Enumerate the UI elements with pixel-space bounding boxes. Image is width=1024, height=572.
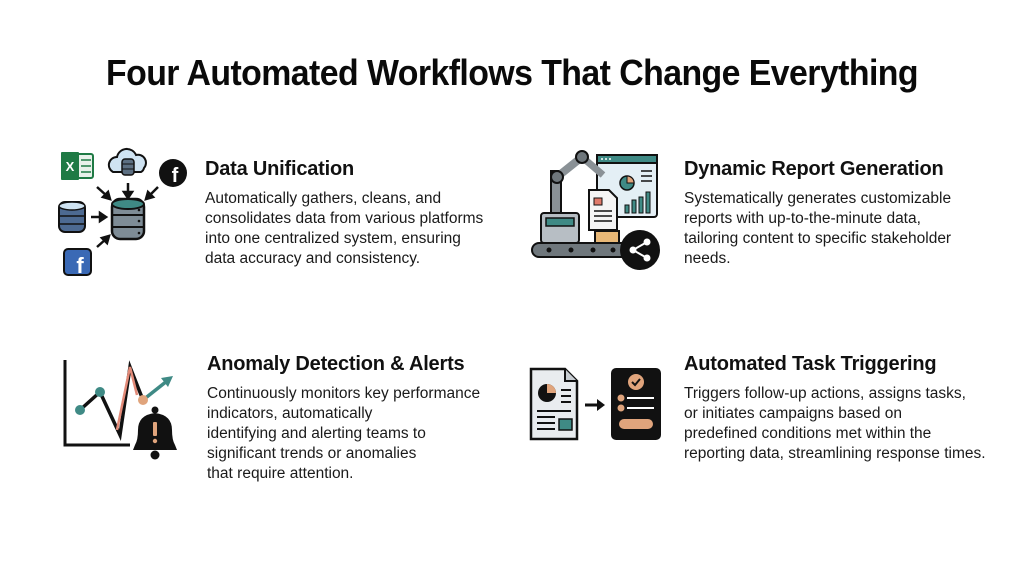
document-icon — [588, 189, 618, 231]
dashboard-icon — [596, 154, 658, 218]
database-integration-icon: X f — [58, 147, 187, 278]
anomaly-alert-icon — [63, 360, 177, 460]
workflow-heading: Dynamic Report Generation — [684, 158, 944, 180]
svg-text:f: f — [172, 165, 179, 187]
arrow-icons — [91, 183, 159, 248]
workflow-heading: Automated Task Triggering — [684, 353, 937, 375]
workflow-description: Continuously monitors key performance in… — [207, 385, 481, 482]
robot-report-icon — [531, 150, 660, 270]
share-icon — [620, 230, 660, 270]
facebook-round-icon: f — [159, 159, 187, 187]
line-chart-icon — [63, 360, 173, 447]
arrow-right-icon — [585, 399, 605, 411]
report-document-icon — [529, 367, 579, 441]
workflow-description: Systematically generates customizable re… — [684, 190, 952, 267]
cloud-database-icon — [107, 147, 147, 176]
alert-bell-icon — [133, 406, 177, 460]
page-title: Four Automated Workflows That Change Eve… — [105, 52, 919, 93]
svg-text:X: X — [66, 159, 75, 174]
facebook-square-icon: f — [63, 248, 92, 278]
central-database-icon — [110, 197, 146, 241]
excel-icon: X — [61, 152, 94, 180]
workflow-heading: Anomaly Detection & Alerts — [207, 353, 465, 375]
task-card-icon — [611, 368, 661, 440]
database-small-icon — [58, 201, 86, 233]
workflow-heading: Data Unification — [205, 158, 355, 180]
task-trigger-icon — [529, 367, 661, 441]
workflow-description: Automatically gathers, cleans, and conso… — [205, 190, 484, 267]
workflow-description: Triggers follow-up actions, assigns task… — [684, 385, 986, 462]
svg-text:f: f — [76, 253, 84, 278]
